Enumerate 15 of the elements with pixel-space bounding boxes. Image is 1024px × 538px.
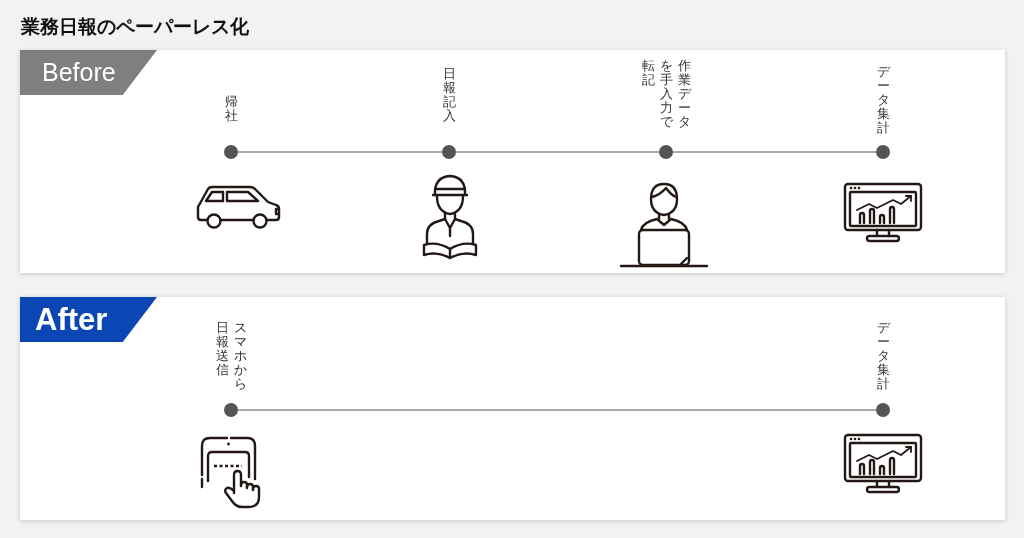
timeline-line bbox=[455, 151, 660, 153]
step-label: データ集計 bbox=[876, 65, 890, 135]
timeline-panel bbox=[20, 297, 1005, 520]
timeline-panel bbox=[20, 50, 1005, 273]
step-label: スマホから日報送信 bbox=[215, 321, 247, 391]
timeline-line bbox=[672, 151, 877, 153]
step-label: 帰社 bbox=[224, 95, 238, 123]
section-tag: Before bbox=[20, 50, 157, 95]
step-label: データ集計 bbox=[876, 321, 890, 391]
step-label: 作業データを手入力で転記 bbox=[641, 59, 691, 129]
diagram-title: 業務日報のペーパーレス化 bbox=[21, 15, 249, 39]
timeline-line bbox=[237, 409, 877, 411]
step-label: 日報記入 bbox=[442, 67, 456, 123]
section-tag: After bbox=[20, 297, 157, 342]
timeline-line bbox=[237, 151, 443, 153]
